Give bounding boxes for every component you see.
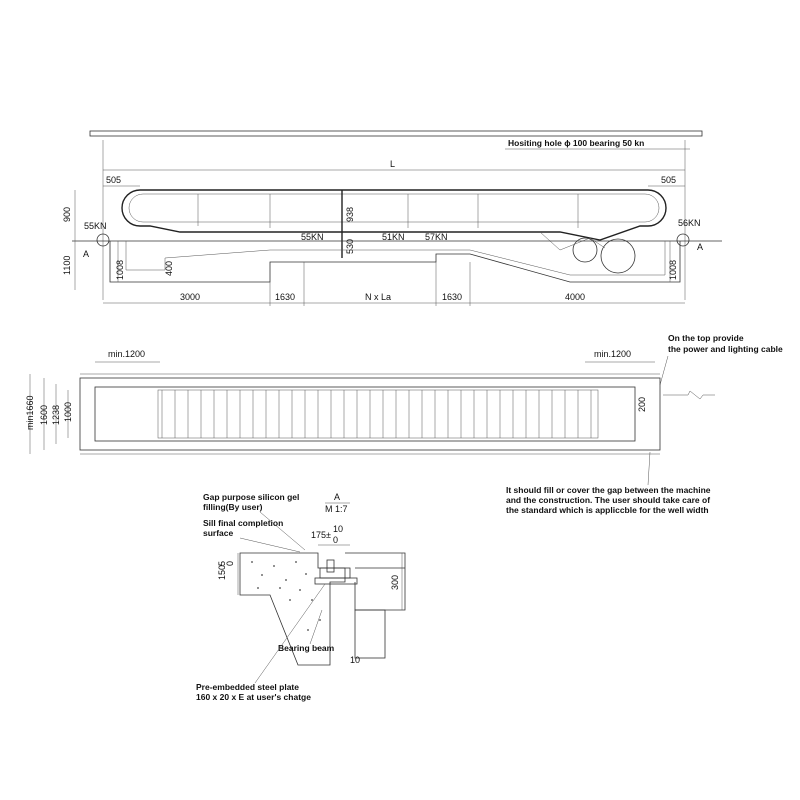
concrete-speck — [285, 579, 287, 581]
concrete-sill — [239, 552, 346, 666]
dim-300: 300 — [390, 575, 400, 590]
truss-dim-530: 530 — [345, 239, 355, 254]
bearing-beam-leader — [309, 609, 323, 645]
escalator-truss-inner — [128, 193, 660, 223]
pit-400: 400 — [164, 261, 174, 276]
gap-note-leader — [647, 451, 651, 486]
load-right: 56KN — [678, 218, 701, 228]
plate-note-2: 160 x 20 x E at user's chatge — [196, 692, 311, 702]
gap-note-2: and the construction. The user should ta… — [506, 495, 710, 505]
height-900: 900 — [62, 207, 72, 222]
span-1630-b: 1630 — [442, 292, 462, 302]
pit-1008-right: 1008 — [668, 260, 678, 280]
bearing-beam-label: Bearing beam — [278, 643, 335, 653]
concrete-speck — [295, 561, 297, 563]
section-mark-left: A — [83, 249, 89, 259]
detail-section-tag: A — [334, 492, 340, 502]
escalator-plan-body — [94, 386, 636, 442]
drive-wheel-right — [600, 238, 636, 274]
concrete-speck — [319, 619, 321, 621]
cable-note-leader — [659, 355, 669, 386]
load-mid-1: 55KN — [301, 232, 324, 242]
section-mark-right: A — [697, 242, 703, 252]
concrete-hatch — [251, 561, 321, 649]
concrete-speck — [289, 599, 291, 601]
span-3000: 3000 — [180, 292, 200, 302]
pit-outline — [109, 241, 681, 283]
length-label: L — [390, 159, 395, 169]
dim-150: 150 — [217, 565, 227, 580]
width-1600: 1600 — [39, 405, 49, 425]
gap-note-3: the standard which is appliccble for the… — [506, 505, 709, 515]
top-cable-note-2: the power and lighting cable — [668, 344, 783, 354]
escalator-truss — [121, 189, 667, 241]
upper-structure — [345, 552, 406, 611]
support-right — [676, 233, 690, 247]
detail-scale: M 1:7 — [325, 504, 348, 514]
tol-0b: 0 — [225, 561, 235, 566]
plate-leader — [254, 583, 326, 684]
span-4000: 4000 — [565, 292, 585, 302]
concrete-speck — [279, 587, 281, 589]
min-1200-right: min.1200 — [594, 349, 631, 359]
span-1630-a: 1630 — [275, 292, 295, 302]
concrete-speck — [299, 589, 301, 591]
concrete-speck — [317, 647, 319, 649]
top-cable-note-1: On the top provide — [668, 333, 744, 343]
concrete-speck — [257, 587, 259, 589]
truss-end-cap — [319, 567, 351, 579]
elevation-view: Hositing hole ϕ 100 bearing 50 kn L 505 … — [62, 130, 722, 306]
concrete-speck — [311, 599, 313, 601]
pit-1008-left: 1008 — [115, 260, 125, 280]
concrete-speck — [307, 629, 309, 631]
sill-leader — [239, 537, 301, 553]
gap-gel-note-2: filling(By user) — [203, 502, 263, 512]
width-200: 200 — [637, 397, 647, 412]
load-mid-3: 57KN — [425, 232, 448, 242]
tol-10: 10 — [333, 524, 343, 534]
width-1000: 1000 — [63, 402, 73, 422]
sill-note-2: surface — [203, 528, 234, 538]
end-dim-right: 505 — [661, 175, 676, 185]
tol-0: 0 — [333, 535, 338, 545]
span-n-la: N x La — [365, 292, 391, 302]
gap-note-1: It should fill or cover the gap between … — [506, 485, 711, 495]
support-bolt — [326, 559, 335, 573]
gap-gel-note-1: Gap purpose silicon gel — [203, 492, 299, 502]
concrete-speck — [305, 573, 307, 575]
min-1200-left: min.1200 — [108, 349, 145, 359]
load-mid-2: 51KN — [382, 232, 405, 242]
bearing-beam — [354, 609, 386, 659]
concrete-speck — [261, 574, 263, 576]
dim-175: 175± — [311, 530, 331, 540]
steel-plate — [314, 577, 358, 585]
plate-note-1: Pre-embedded steel plate — [196, 682, 299, 692]
concrete-speck — [273, 565, 275, 567]
step-band — [157, 389, 599, 439]
steps — [161, 390, 592, 438]
section-detail-a: A M 1:7 Gap purpose silicon gel filling(… — [196, 492, 406, 702]
hoisting-hole-note: Hositing hole ϕ 100 bearing 50 kn — [508, 138, 644, 148]
load-left: 55KN — [84, 221, 107, 231]
support-left — [96, 233, 110, 247]
width-min1660: min1660 — [25, 395, 35, 430]
pit-inner — [125, 241, 666, 276]
drive-wheel-left — [572, 237, 598, 263]
break-mark — [663, 390, 715, 400]
well-outline — [79, 377, 661, 451]
hoisting-beam — [89, 130, 703, 137]
gap-gel-leader — [259, 511, 306, 551]
concrete-speck — [251, 561, 253, 563]
height-1100: 1100 — [62, 256, 72, 275]
end-dim-left: 505 — [106, 175, 121, 185]
plan-view: min.1200 min.1200 On the top provide the… — [25, 333, 783, 515]
width-1238: 1238 — [51, 405, 61, 425]
dim-10: 10 — [350, 655, 360, 665]
tol-5: 5 — [217, 561, 227, 566]
sill-note-1: Sill final completion — [203, 518, 283, 528]
truss-dim-938: 938 — [345, 207, 355, 222]
